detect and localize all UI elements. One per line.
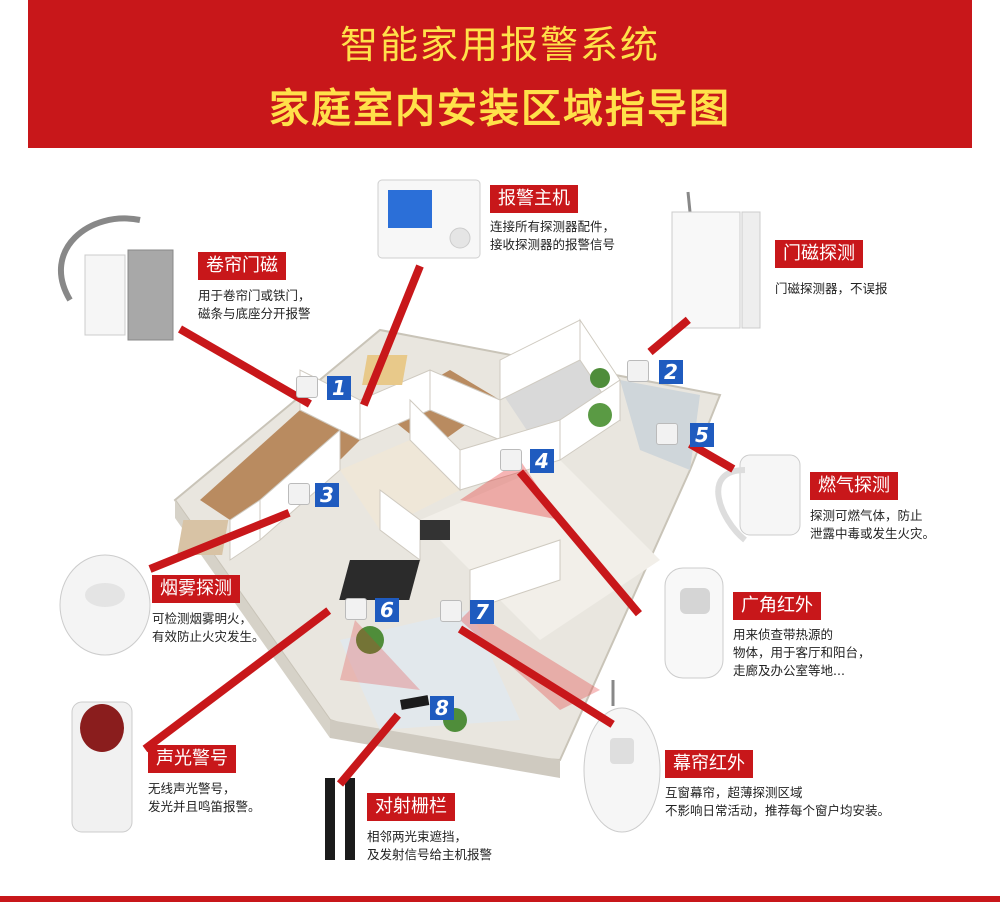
marker-7: 7 — [470, 600, 494, 624]
marker-3: 3 — [315, 483, 339, 507]
desc-door-1: 门磁探测器，不误报 — [775, 281, 888, 296]
marker-device-2 — [627, 360, 649, 382]
page-title: 智能家用报警系统 — [339, 23, 660, 67]
marker-device-7 — [440, 600, 462, 622]
desc-siren-2: 发光并且鸣笛报警。 — [148, 799, 261, 814]
label-host: 报警主机 — [490, 185, 578, 213]
label-beam: 对射栅栏 — [367, 793, 455, 821]
label-pir: 广角红外 — [733, 592, 821, 620]
desc-rolling-2: 磁条与底座分开报警 — [198, 306, 311, 321]
wide-angle-pir-icon — [664, 567, 724, 679]
rolling-door-magnet-icon — [57, 215, 174, 341]
marker-device-1 — [296, 376, 318, 398]
label-rolling: 卷帘门磁 — [198, 252, 286, 280]
marker-5: 5 — [690, 423, 714, 447]
infrared-beam-icon — [325, 778, 355, 860]
marker-6: 6 — [375, 598, 399, 622]
desc-pir-2: 物体，用于客厅和阳台， — [733, 645, 871, 660]
label-gas: 燃气探测 — [810, 472, 898, 500]
desc-pir-3: 走廊及办公室等地... — [733, 663, 845, 678]
siren-icon — [71, 701, 133, 833]
curtain-pir-icon — [583, 680, 661, 833]
desc-siren-1: 无线声光警号， — [148, 781, 236, 796]
alarm-host-icon — [377, 179, 481, 259]
label-siren: 声光警号 — [148, 745, 236, 773]
marker-4: 4 — [530, 449, 554, 473]
marker-device-6 — [345, 598, 367, 620]
desc-smoke-1: 可检测烟雾明火， — [152, 611, 253, 626]
marker-device-5 — [656, 423, 678, 445]
label-curtain: 幕帘红外 — [665, 750, 753, 778]
desc-pir-1: 用来侦查带热源的 — [733, 627, 834, 642]
desc-host-2: 接收探测器的报警信号 — [490, 237, 616, 252]
door-sensor-icon — [671, 191, 761, 329]
gas-detector-icon — [715, 454, 801, 543]
desc-gas-2: 泄露中毒或发生火灾。 — [810, 526, 936, 541]
desc-beam-2: 及发射信号给主机报警 — [367, 847, 493, 862]
marker-device-3 — [288, 483, 310, 505]
marker-device-4 — [500, 449, 522, 471]
desc-rolling-1: 用于卷帘门或铁门， — [198, 288, 311, 303]
desc-smoke-2: 有效防止火灾发生。 — [152, 629, 265, 644]
page-subtitle: 家庭室内安装区域指导图 — [269, 86, 731, 132]
desc-beam-1: 相邻两光束遮挡， — [367, 829, 468, 844]
desc-curtain-1: 互窗幕帘，超薄探测区域 — [665, 785, 803, 800]
desc-gas-1: 探测可燃气体，防止 — [810, 508, 923, 523]
footer-line — [0, 896, 1000, 902]
header-banner: 智能家用报警系统 家庭室内安装区域指导图 — [28, 0, 972, 148]
smoke-detector-icon — [59, 554, 151, 656]
desc-host-1: 连接所有探测器配件， — [490, 219, 616, 234]
label-smoke: 烟雾探测 — [152, 575, 240, 603]
marker-2: 2 — [659, 360, 683, 384]
marker-1: 1 — [327, 376, 351, 400]
desc-curtain-2: 不影响日常活动，推荐每个窗户均安装。 — [665, 803, 891, 818]
marker-8: 8 — [430, 696, 454, 720]
label-door: 门磁探测 — [775, 240, 863, 268]
